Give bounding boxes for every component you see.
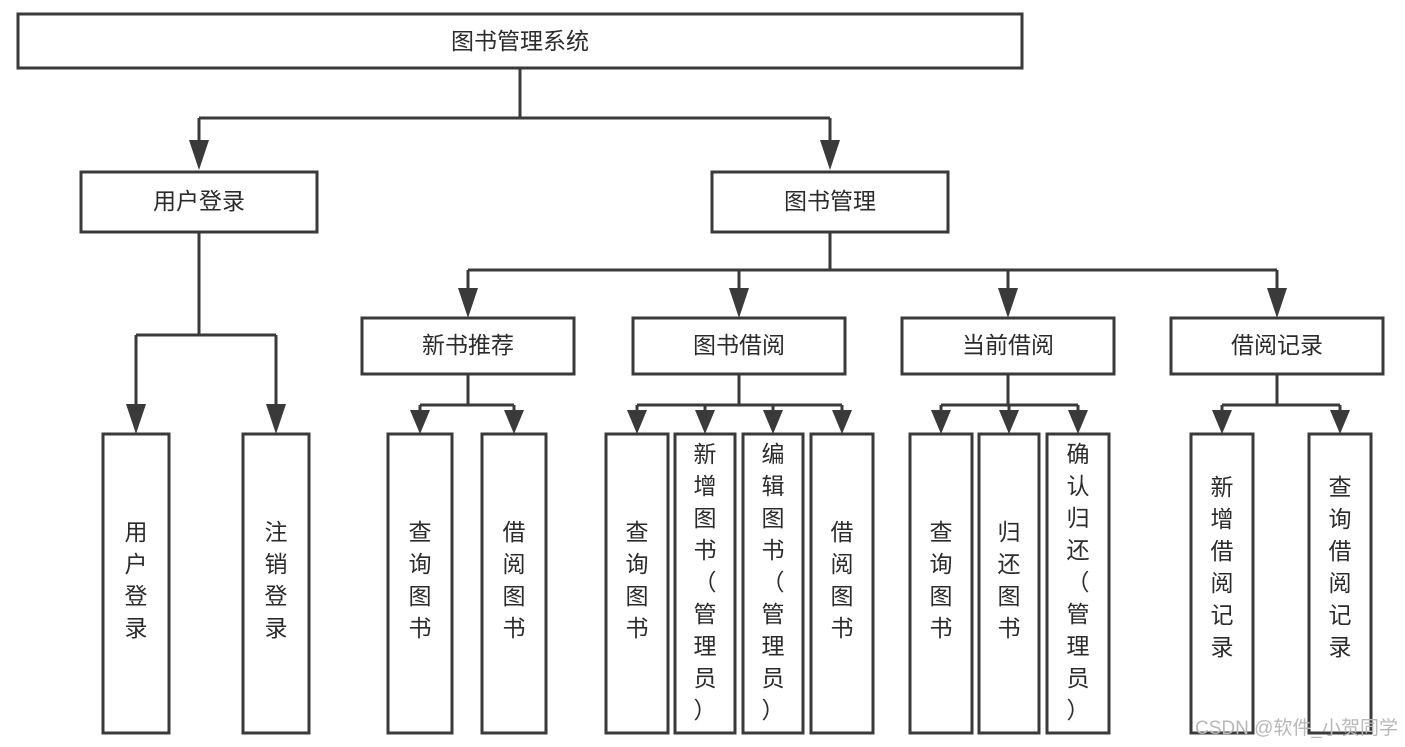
node-root-box[interactable] <box>16 12 1024 70</box>
leaf-label: 编辑图书（管理员） <box>762 441 785 723</box>
node-root-label: 图书管理系统 <box>451 28 589 54</box>
leaf-node[interactable]: 归还图书 <box>977 432 1041 735</box>
leaf-node[interactable]: 借阅图书 <box>809 432 875 735</box>
leaf-box[interactable] <box>908 432 974 735</box>
node-new-book-recommend-label: 新书推荐 <box>422 332 514 358</box>
leaf-label: 查询图书 <box>409 519 432 641</box>
leaf-node[interactable]: 注销登录 <box>241 432 311 735</box>
node-book-management-box[interactable] <box>710 170 950 234</box>
leaf-node[interactable]: 查询图书 <box>386 432 454 735</box>
node-current-borrow-label: 当前借阅 <box>962 332 1054 358</box>
leaf-node[interactable]: 确认归还（管理员） <box>1045 432 1111 735</box>
leaf-label: 新增图书（管理员） <box>694 441 717 723</box>
leaf-node[interactable]: 新增图书（管理员） <box>673 432 737 735</box>
arrow-head-icon <box>126 404 146 434</box>
arrow-head-icon <box>998 288 1018 318</box>
leaf-box[interactable] <box>977 432 1041 735</box>
node-root-system[interactable]: 图书管理系统 <box>16 12 1024 70</box>
node-book-borrow-label: 图书借阅 <box>693 332 785 358</box>
leaf-box[interactable] <box>480 432 548 735</box>
arrow-head-icon <box>504 410 524 434</box>
leaf-label: 注销登录 <box>265 519 288 641</box>
leaf-node[interactable]: 用户登录 <box>101 432 171 735</box>
connector-group-current-borrow <box>931 374 1088 434</box>
arrow-head-icon <box>1267 288 1287 318</box>
watermark-label: CSDN @软件_小贺同学 <box>1195 717 1398 739</box>
arrow-head-icon <box>458 288 478 318</box>
leaf-label: 查询图书 <box>626 519 649 641</box>
leaf-box[interactable] <box>101 432 171 735</box>
arrow-head-icon <box>1212 410 1232 434</box>
arrow-head-icon <box>763 410 783 434</box>
node-new-book-recommend-box[interactable] <box>360 316 576 376</box>
connector-group-new-book <box>410 374 524 434</box>
connector-group-borrow-record <box>1212 374 1350 434</box>
arrow-head-icon <box>1330 410 1350 434</box>
node-book-borrow[interactable]: 图书借阅 <box>631 316 847 376</box>
leaf-label: 用户登录 <box>125 519 148 641</box>
node-user-login-box[interactable] <box>79 170 319 234</box>
leaf-label: 借阅图书 <box>503 519 526 641</box>
node-borrow-record-label: 借阅记录 <box>1231 332 1323 358</box>
arrow-head-icon <box>189 140 209 170</box>
leaf-node[interactable]: 编辑图书（管理员） <box>741 432 805 735</box>
arrow-head-icon <box>266 404 286 434</box>
node-book-management[interactable]: 图书管理 <box>710 170 950 234</box>
leaf-box[interactable] <box>386 432 454 735</box>
node-borrow-record-box[interactable] <box>1169 316 1385 376</box>
leaf-node[interactable]: 查询借阅记录 <box>1307 432 1373 735</box>
node-current-borrow[interactable]: 当前借阅 <box>900 316 1116 376</box>
leaf-label: 查询图书 <box>930 519 953 641</box>
arrow-head-icon <box>1068 410 1088 434</box>
arrow-head-icon <box>820 140 840 170</box>
leaf-node[interactable]: 查询图书 <box>604 432 670 735</box>
leaf-box[interactable] <box>1045 432 1111 735</box>
leaf-label: 归还图书 <box>998 519 1021 641</box>
connector-group-book-mgmt <box>458 232 1287 318</box>
node-new-book-recommend[interactable]: 新书推荐 <box>360 316 576 376</box>
connector-group-book-borrow <box>627 374 852 434</box>
leaf-label: 新增借阅记录 <box>1211 474 1234 660</box>
node-current-borrow-box[interactable] <box>900 316 1116 376</box>
leaf-node[interactable]: 查询图书 <box>908 432 974 735</box>
leaf-box[interactable] <box>741 432 805 735</box>
leaf-box[interactable] <box>241 432 311 735</box>
leaf-node[interactable]: 借阅图书 <box>480 432 548 735</box>
arrow-head-icon <box>695 410 715 434</box>
leaf-box[interactable] <box>809 432 875 735</box>
leaf-label: 确认归还（管理员） <box>1067 441 1090 723</box>
leaf-node[interactable]: 新增借阅记录 <box>1189 432 1255 735</box>
arrow-head-icon <box>410 410 430 434</box>
leaf-box[interactable] <box>1189 432 1255 735</box>
arrow-head-icon <box>999 410 1019 434</box>
arrow-head-icon <box>627 410 647 434</box>
leaf-label: 借阅图书 <box>831 519 854 641</box>
node-borrow-record[interactable]: 借阅记录 <box>1169 316 1385 376</box>
arrow-head-icon <box>931 410 951 434</box>
connector-group-root <box>189 68 840 170</box>
node-book-management-label: 图书管理 <box>784 188 876 214</box>
node-user-login[interactable]: 用户登录 <box>79 170 319 234</box>
node-user-login-label: 用户登录 <box>153 188 245 214</box>
connector-group-user-login <box>126 232 286 434</box>
leaf-label: 查询借阅记录 <box>1329 474 1352 660</box>
leaf-box[interactable] <box>673 432 737 735</box>
leaf-box[interactable] <box>1307 432 1373 735</box>
arrow-head-icon <box>832 410 852 434</box>
leaf-box[interactable] <box>604 432 670 735</box>
arrow-head-icon <box>729 288 749 318</box>
node-book-borrow-box[interactable] <box>631 316 847 376</box>
